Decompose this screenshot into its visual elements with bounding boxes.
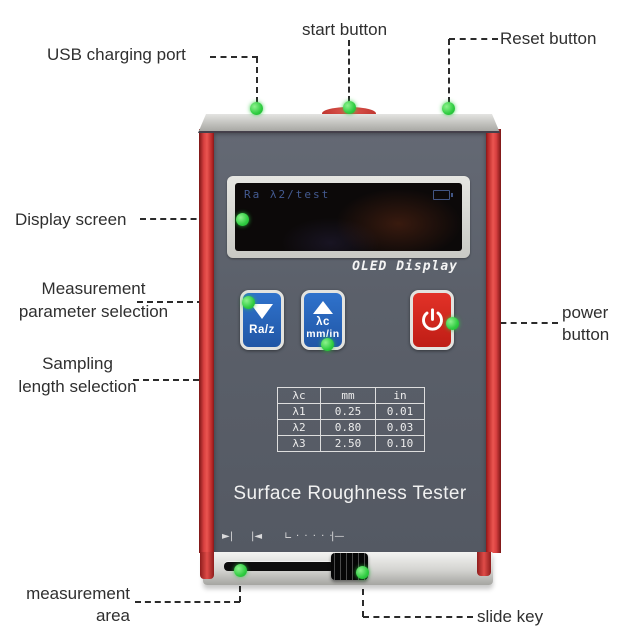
power-connector-line [459,322,558,324]
table-cell: λ1 [277,403,321,420]
sampling-length-label-line2: length selection [18,377,137,396]
measurement-area-label: measurement area [18,583,130,627]
table-cell: 0.25 [320,403,376,420]
parameter-connector-line [137,301,243,303]
start-button-label: start button [302,20,388,39]
battery-icon [433,190,453,200]
table-cell: 0.80 [320,419,376,436]
sampling-length-label: Sampling length selection [10,352,145,398]
parameter-button-dot-icon [242,296,255,309]
table-row: λ2 0.80 0.03 [277,419,425,436]
product-name: Surface Roughness Tester [233,483,467,504]
power-button-label: power button [562,302,609,346]
sampling-button-text-bottom: mm/in [306,327,340,340]
scale-marking-icon: ∟ [284,531,293,542]
measurement-area-label-line1: measurement [26,584,130,603]
device-top-edge [198,114,500,133]
measurement-connector-line-v [239,576,241,602]
parameter-selection-label-line1: Measurement [41,279,146,298]
slide-key-dot-icon [356,566,369,579]
scale-marking-icon: |◄ [251,531,263,542]
device-right-frame [485,129,501,553]
device-parameter-button: Ra/z [240,290,284,350]
table-cell: 0.01 [375,403,425,420]
sampling-length-label-line1: Sampling [42,354,113,373]
parameter-selection-label-line2: parameter selection [18,302,169,321]
sampling-button-text-top: λc [316,315,330,328]
display-screen-label: Display screen [15,210,127,229]
table-row: λ3 2.50 0.10 [277,435,425,452]
reset-button-label: Reset button [500,29,597,48]
measurement-connector-line [135,601,240,603]
reset-button-dot-icon [442,102,455,115]
usb-port-dot-icon [250,102,263,115]
oled-display-caption: OLED Display [352,259,458,274]
scale-marking-icon: ►| [222,531,234,542]
slide-key-label: slide key [477,607,544,626]
table-header-lambda-c: λc [277,387,321,404]
measurement-area-slot [224,562,334,571]
power-button-label-line1: power [562,303,609,322]
parameter-selection-label: Measurement parameter selection [12,277,175,323]
measurement-area-dot-icon [234,564,247,577]
triangle-up-icon [313,300,333,314]
power-button-dot-icon [446,317,459,330]
table-header-in: in [375,387,425,404]
scale-marking-icon: · · · · · [296,531,334,542]
display-connector-line [140,218,237,220]
reset-connector-line [449,38,498,40]
device-left-foot [200,552,214,579]
scale-marking-icon: |— [331,531,345,542]
usb-connector-line-v [256,57,258,103]
power-button-label-line2: button [562,325,610,344]
cutoff-length-table: λc mm in λ1 0.25 0.01 λ2 0.80 0.03 λ3 2.… [277,387,425,452]
table-header-row: λc mm in [277,387,425,404]
sampling-button-dot-icon [321,338,334,351]
usb-connector-line [210,56,258,58]
measurement-area-label-line2: area [95,606,130,625]
display-screen: Ra λ2/test [235,183,462,251]
table-cell: λ2 [277,419,321,436]
device-left-frame [199,129,215,553]
slide-connector-line [363,616,473,618]
table-cell: 0.03 [375,419,425,436]
start-connector-line [348,40,350,102]
table-row: λ1 0.25 0.01 [277,403,425,420]
reset-connector-line-v [448,39,450,103]
table-cell: 2.50 [320,435,376,452]
table-cell: λ3 [277,435,321,452]
display-bezel: Ra λ2/test [227,176,470,258]
start-button-dot-icon [343,101,356,114]
slide-connector-line-v [362,578,364,617]
device-right-foot [477,552,491,576]
table-cell: 0.10 [375,435,425,452]
triangle-down-icon [251,304,273,319]
table-header-mm: mm [320,387,376,404]
usb-port-label: USB charging port [47,45,186,64]
parameter-button-text: Ra/z [249,324,275,336]
power-icon [421,307,443,331]
screen-status-text: Ra λ2/test [244,188,331,201]
display-screen-dot-icon [236,213,249,226]
